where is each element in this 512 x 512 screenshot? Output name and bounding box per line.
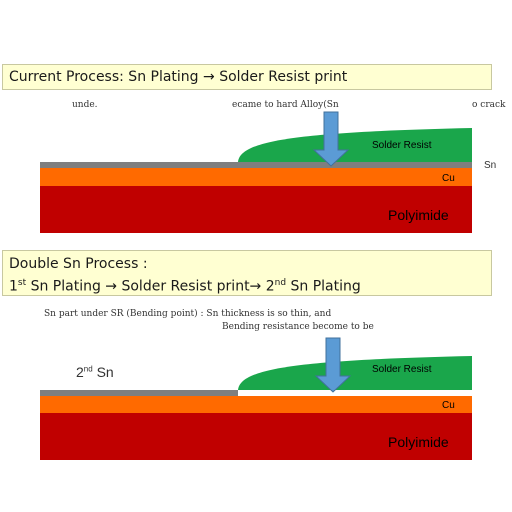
current-polyimide-label: Polyimide [388,207,449,223]
current-process-banner: Current Process: Sn Plating → Solder Res… [2,64,492,90]
current-polyimide-layer [40,186,472,233]
double-cu-layer [40,396,472,413]
double-polyimide-label: Polyimide [388,434,449,450]
current-arrow [312,111,350,167]
double-solder-resist-label: Solder Resist [372,364,432,375]
double-process-steps: 1st Sn Plating → Solder Resist print→ 2n… [9,278,361,295]
current-note-left: unde. [72,100,98,110]
second-sn-label: 2nd Sn [76,364,114,380]
current-note-mid: ecame to hard Alloy(Sn [232,100,339,110]
double-note-line1: Sn part under SR (Bending point) : Sn th… [44,309,332,319]
double-cu-label: Cu [442,400,455,411]
current-cu-label: Cu [442,173,455,184]
current-cu-layer [40,168,472,186]
double-arrow [314,337,352,393]
double-process-banner: Double Sn Process : 1st Sn Plating → Sol… [2,250,492,296]
current-sn-layer [40,162,472,168]
current-note-right: o crack [472,100,506,110]
current-process-title: Current Process: Sn Plating → Solder Res… [9,69,348,85]
double-note-line2: Bending resistance become to be [222,322,374,332]
current-solder-resist-label: Solder Resist [372,140,432,151]
double-solder-resist-shape [238,356,472,390]
double-polyimide-layer [40,413,472,460]
double-process-title: Double Sn Process : [9,256,148,272]
current-solder-resist-shape [238,128,472,162]
double-sn-layer [40,390,238,396]
current-sn-label: Sn [484,160,497,171]
